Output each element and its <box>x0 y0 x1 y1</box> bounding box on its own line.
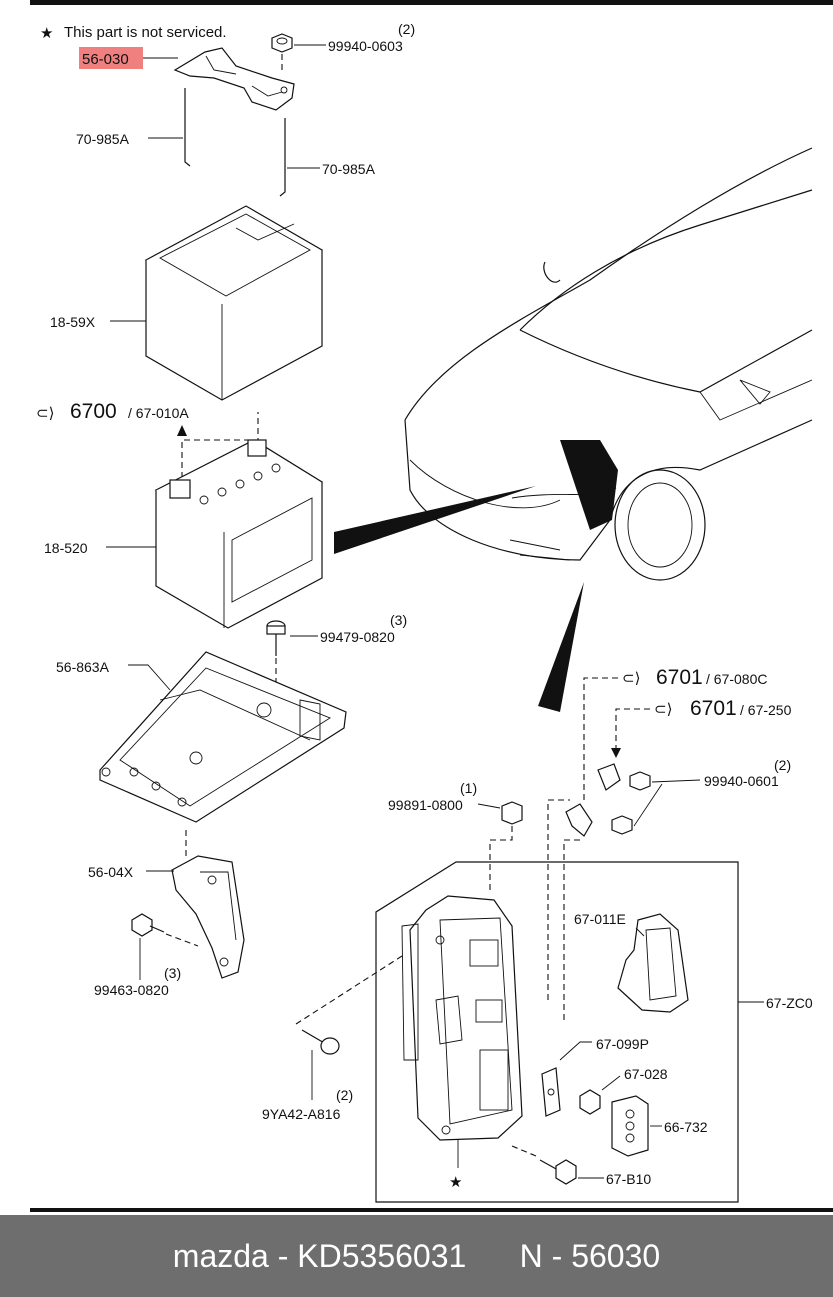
pointer-wedge-down <box>538 582 584 712</box>
part-99891-0800[interactable]: 99891-0800 <box>388 797 463 813</box>
battery-clamp-bracket <box>173 47 295 111</box>
part-67-011e[interactable]: 67-011E <box>574 911 626 927</box>
part-9ya42-a816[interactable]: 9YA42-A816 <box>262 1106 341 1122</box>
footer-gap <box>466 1238 519 1275</box>
ref-6701-a[interactable]: 6701 <box>656 666 703 689</box>
nut-icon <box>579 1089 601 1115</box>
nut-icon <box>271 33 293 53</box>
bolt-icon <box>301 1029 340 1055</box>
ref-arrow-icon: ⊂⟩ <box>36 405 54 422</box>
bottom-border <box>30 1208 833 1212</box>
part-67-zc0[interactable]: 67-ZC0 <box>766 995 813 1011</box>
terminal-plate <box>541 1067 561 1117</box>
part-56-04x[interactable]: 56-04X <box>88 864 134 880</box>
fuse-cover <box>617 913 689 1013</box>
qty-99479-0820: (3) <box>390 612 407 628</box>
qty-9ya42-a816: (2) <box>336 1087 353 1103</box>
battery-tray <box>99 651 347 823</box>
ref-arrow-icon: ⊂⟩ <box>654 701 672 718</box>
highlight-box <box>79 47 143 69</box>
rod-right <box>279 118 286 197</box>
part-56-863a[interactable]: 56-863A <box>56 659 110 675</box>
part-99463-0820[interactable]: 99463-0820 <box>94 982 169 998</box>
notice-text: This part is not serviced. <box>64 24 227 41</box>
part-67-028[interactable]: 67-028 <box>624 1066 668 1082</box>
fuse-holder <box>611 1095 649 1157</box>
footer-part-number: KD5356031 <box>297 1237 467 1274</box>
part-99479-0820[interactable]: 99479-0820 <box>320 629 395 645</box>
ref-arrow-icon: ⊂⟩ <box>622 670 640 687</box>
part-18-59x[interactable]: 18-59X <box>50 314 96 330</box>
parts-diagram: ★ This part is not serviced. 56-030 (2) … <box>30 0 833 1212</box>
footer-separator: - <box>268 1237 298 1274</box>
part-99940-0601[interactable]: 99940-0601 <box>704 773 779 789</box>
ref-6700-sub[interactable]: / 67-010A <box>128 405 189 421</box>
bolt-icon <box>131 913 165 937</box>
part-67-b10[interactable]: 67-B10 <box>606 1171 651 1187</box>
footer-brand: mazda <box>172 1237 269 1274</box>
bolt-icon <box>539 1159 577 1185</box>
ref-6701-b[interactable]: 6701 <box>690 697 737 720</box>
bolt-icon <box>266 620 286 656</box>
star-icon: ★ <box>40 25 53 42</box>
part-67-099p[interactable]: 67-099P <box>596 1036 649 1052</box>
nut-icon <box>611 771 651 835</box>
footer-ref: N - 56030 <box>519 1237 661 1274</box>
qty-99891-0800: (1) <box>460 780 477 796</box>
footer-bar: mazda - KD5356031 N - 56030 <box>0 1215 833 1297</box>
ref-6701-a-sub[interactable]: / 67-080C <box>706 671 767 687</box>
part-70-985a-right[interactable]: 70-985A <box>322 161 376 177</box>
part-18-520[interactable]: 18-520 <box>44 540 88 556</box>
battery-cover <box>144 205 324 401</box>
support-bracket <box>171 855 245 979</box>
fuse-block <box>401 895 523 1141</box>
ref-6701-b-sub[interactable]: / 67-250 <box>740 702 792 718</box>
part-56-030[interactable]: 56-030 <box>82 51 129 68</box>
star-marker: ★ <box>449 1174 462 1191</box>
part-99940-0603[interactable]: 99940-0603 <box>328 38 403 54</box>
part-66-732[interactable]: 66-732 <box>664 1119 708 1135</box>
rod-left <box>184 88 191 167</box>
pointer-wedge-left <box>334 486 536 554</box>
terminal-clip <box>565 763 621 837</box>
nut-icon <box>501 801 523 825</box>
qty-99940-0601: (2) <box>774 757 791 773</box>
qty-99463-0820: (3) <box>164 965 181 981</box>
battery <box>154 439 324 629</box>
car-outline <box>404 147 813 581</box>
ref-6700[interactable]: 6700 <box>70 400 117 423</box>
part-70-985a-left[interactable]: 70-985A <box>76 131 130 147</box>
qty-99940-0603: (2) <box>398 21 415 37</box>
top-border <box>30 0 833 5</box>
assembly-box <box>375 861 739 1203</box>
